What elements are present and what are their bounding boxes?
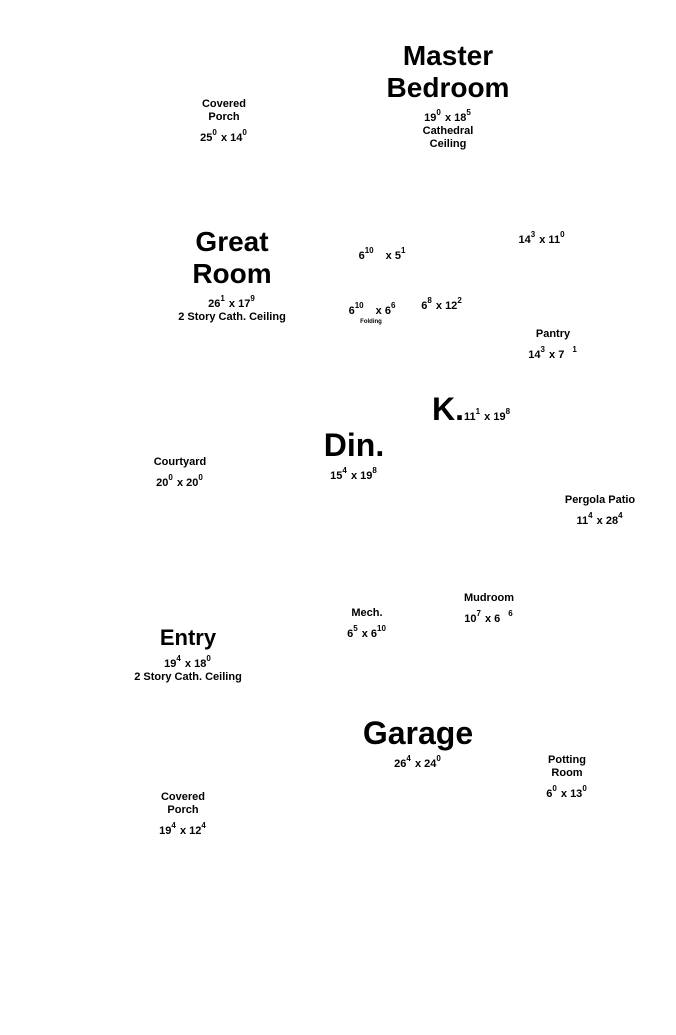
room-dimensions: 65 x 610 — [347, 624, 386, 641]
room-mech: Mech. 65 x 610 — [347, 607, 387, 641]
room-name: Garage — [362, 715, 474, 751]
room-name: Room — [551, 767, 583, 779]
room-name: Porch — [208, 111, 240, 123]
room-dimensions: 60 x 130 — [546, 784, 587, 801]
room-name: Pantry — [535, 328, 571, 340]
room-dimensions: 264 x 240 — [394, 754, 441, 771]
room-name: Porch — [167, 804, 199, 816]
room-dimensions: 261 x 179 — [208, 294, 255, 311]
room-name: Room — [192, 258, 272, 289]
room-name: Potting — [548, 754, 586, 766]
room-dining: Din. 154 x 198 — [324, 428, 384, 483]
room-note: 2 Story Cath. Ceiling — [178, 311, 286, 323]
room-courtyard: Courtyard 200 x 200 — [154, 456, 207, 490]
room-note: Ceiling — [429, 138, 467, 150]
room-dimensions: 194 x 180 — [164, 654, 211, 671]
room-potting-room: Potting Room 60 x 130 — [546, 754, 588, 801]
room-name: Bedroom — [386, 72, 510, 103]
room-name: Entry — [159, 625, 217, 650]
room-name: Covered — [201, 98, 247, 110]
room-name: Din. — [323, 427, 385, 463]
room-note: Folding — [360, 319, 382, 325]
room-closet-c: 68 x 122 — [421, 292, 463, 313]
room-entry: Entry 194 x 180 2 Story Cath. Ceiling — [134, 626, 242, 684]
room-dimensions: 111 x 198 — [464, 407, 511, 424]
room-note: 2 Story Cath. Ceiling — [134, 671, 242, 683]
room-great-room: Great Room 261 x 179 2 Story Cath. Ceili… — [178, 226, 286, 324]
room-name: Mudroom — [463, 592, 515, 604]
room-dimensions: 194 x 124 — [159, 821, 206, 838]
room-pergola-patio: Pergola Patio 114 x 284 — [565, 494, 635, 528]
room-covered-porch-bottom: Covered Porch 194 x 124 — [159, 791, 207, 838]
room-name: K. — [432, 391, 464, 427]
room-dimensions: 114 x 284 — [576, 511, 623, 528]
room-name: Pergola Patio — [564, 494, 636, 506]
room-name: Master — [402, 40, 494, 71]
room-name: Courtyard — [153, 456, 207, 468]
room-kitchen: K.111 x 198 — [432, 392, 511, 426]
room-dimensions: 143 x 110 — [518, 230, 565, 247]
room-14x11: 143 x 110 — [518, 226, 565, 247]
room-garage: Garage 264 x 240 — [363, 716, 473, 771]
room-dimensions: 190 x 185 — [424, 108, 471, 125]
room-name: Great — [195, 226, 269, 257]
room-dimensions: 154 x 198 — [330, 466, 377, 483]
room-note: Cathedral — [422, 125, 474, 137]
room-dimensions: 200 x 200 — [156, 473, 203, 490]
room-dimensions: 250 x 140 — [200, 128, 247, 145]
room-name: Covered — [160, 791, 206, 803]
room-dimensions: 68 x 122 — [421, 296, 462, 313]
room-name: Mech. — [351, 607, 383, 619]
room-covered-porch-top: Covered Porch 250 x 140 — [200, 98, 248, 145]
room-master-bedroom: Master Bedroom 190 x 185 Cathedral Ceili… — [387, 40, 510, 151]
